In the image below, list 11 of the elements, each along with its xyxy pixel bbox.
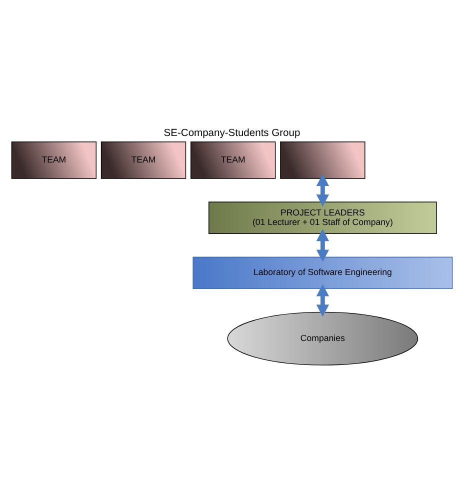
arrow [316, 174, 330, 207]
node-box: PROJECT LEADERS (01 Lecturer + 01 Staff of Company) [208, 202, 437, 234]
node-box [280, 141, 366, 179]
node-box: TEAM [11, 141, 97, 179]
node-ellipse: Companies [227, 312, 418, 366]
diagram-title: SE-Company-Students Group [164, 128, 300, 140]
arrow [316, 229, 330, 262]
arrow [316, 284, 330, 317]
node-box: TEAM [100, 141, 186, 179]
node-box: TEAM [190, 141, 276, 179]
node-box: Laboratory of Software Engineering [192, 256, 453, 290]
